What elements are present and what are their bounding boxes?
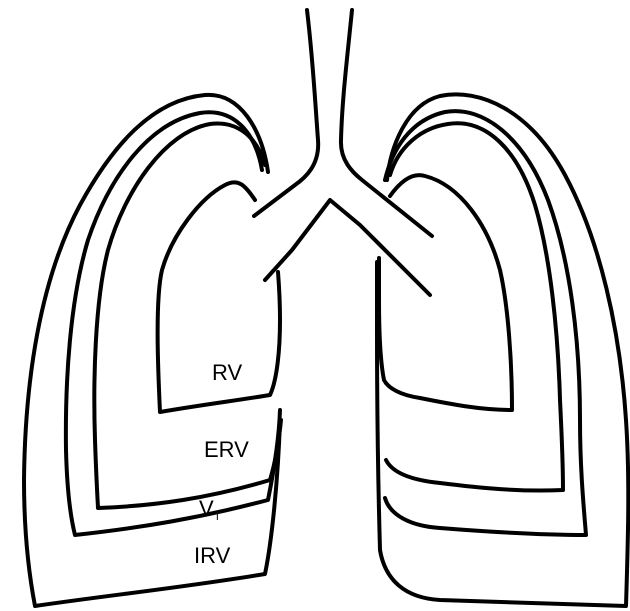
label-erv: ERV (204, 437, 249, 462)
label-vt-subscript: T (214, 511, 221, 523)
label-rv: RV (212, 360, 242, 385)
label-irv: IRV (194, 543, 231, 568)
label-vt: V (199, 496, 214, 521)
volume-labels: RV ERV V T IRV (194, 360, 249, 568)
right-lung-outer (377, 94, 628, 606)
left-lung-erv-line (94, 123, 281, 508)
airway (254, 10, 432, 295)
left-lung-outer (24, 95, 280, 606)
trachea-left-wall (254, 10, 318, 216)
